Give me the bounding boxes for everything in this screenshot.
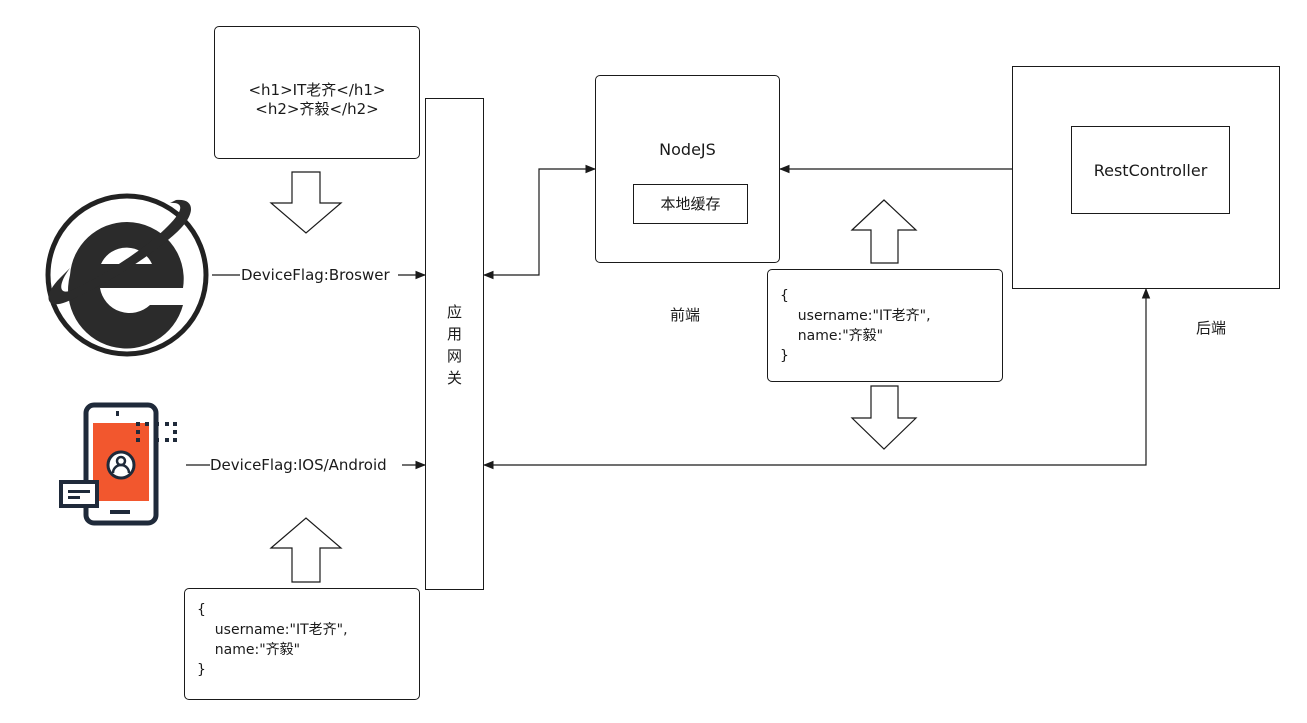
frontend-label: 前端 bbox=[670, 306, 701, 324]
browser-device-flag: DeviceFlag:Broswer bbox=[241, 266, 390, 284]
gateway-label: 应 用 网 关 bbox=[446, 303, 462, 387]
local-cache-label: 本地缓存 bbox=[660, 195, 721, 213]
up-block-arrow-json-bottom bbox=[269, 517, 343, 583]
nodejs-title: NodeJS bbox=[659, 140, 716, 159]
rest-controller-box: RestController bbox=[1071, 126, 1230, 214]
internet-explorer-icon bbox=[45, 193, 209, 357]
backend-box: RestController bbox=[1012, 66, 1280, 289]
json-payload-bottom-text: { username:"IT老齐", name:"齐毅" } bbox=[197, 602, 348, 678]
gateway-box: 应 用 网 关 bbox=[425, 98, 484, 590]
local-cache-box: 本地缓存 bbox=[633, 184, 748, 224]
up-block-arrow-json-middle bbox=[850, 199, 918, 264]
html-snippet-box: <h1>IT老齐</h1> <h2>齐毅</h2> bbox=[214, 26, 420, 159]
gateway-nodejs-connector bbox=[482, 164, 597, 280]
html-snippet-line-2: <h2>齐毅</h2> bbox=[255, 100, 379, 118]
json-payload-bottom: { username:"IT老齐", name:"齐毅" } bbox=[184, 588, 420, 700]
rest-controller-label: RestController bbox=[1093, 161, 1208, 180]
json-payload-middle: { username:"IT老齐", name:"齐毅" } bbox=[767, 269, 1003, 382]
down-block-arrow-html bbox=[269, 171, 343, 234]
html-snippet-line-1: <h1>IT老齐</h1> bbox=[248, 81, 386, 99]
gateway-backend-connector bbox=[482, 287, 1151, 470]
mobile-device-flag: DeviceFlag:IOS/Android bbox=[210, 456, 387, 474]
mobile-phone-user-icon bbox=[59, 402, 177, 526]
backend-label: 后端 bbox=[1196, 319, 1227, 337]
nodejs-box: NodeJS 本地缓存 bbox=[595, 75, 780, 263]
json-payload-middle-text: { username:"IT老齐", name:"齐毅" } bbox=[780, 288, 931, 364]
down-block-arrow-json-middle bbox=[850, 385, 918, 450]
